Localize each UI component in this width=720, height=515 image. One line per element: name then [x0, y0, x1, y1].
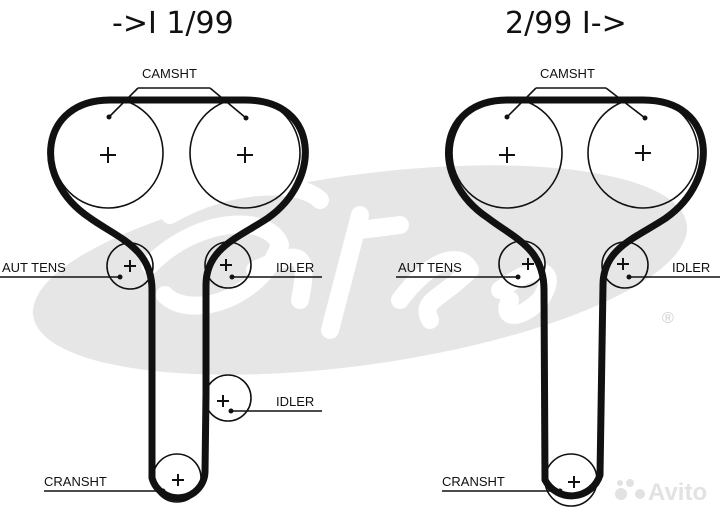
left-diagram: CAMSHT AUT TENS IDLER IDLER CRANSHT	[0, 66, 322, 503]
left-camshaft-label: CAMSHT	[142, 66, 197, 81]
left-timing-belt	[47, 96, 309, 502]
right-crankshaft-pulley	[544, 453, 598, 507]
pulley-center-marks	[100, 147, 253, 486]
right-tensioner-pulley	[498, 240, 546, 288]
left-idler-pulley-2	[204, 374, 252, 422]
left-camshaft-pulley-1	[52, 97, 164, 209]
avito-text: Avito	[648, 479, 707, 506]
gates-logo-watermark: ®	[32, 165, 688, 375]
left-idler1-label: IDLER	[276, 260, 314, 275]
registered-mark: ®	[662, 310, 674, 327]
left-tensioner-pulley	[106, 242, 154, 290]
left-idler2-label: IDLER	[276, 394, 314, 409]
left-crankshaft-pulley	[152, 453, 202, 503]
left-camshaft-pulley-2	[189, 97, 301, 209]
right-diagram: CAMSHT AUT TENS IDLER CRANSHT	[396, 66, 720, 507]
right-camshaft-pulley-2	[587, 97, 699, 209]
avito-watermark: Avito	[615, 479, 707, 506]
right-idler-label: IDLER	[672, 260, 710, 275]
left-title: ->I 1/99	[112, 6, 234, 41]
right-camshaft-label: CAMSHT	[540, 66, 595, 81]
pulley-center-marks	[499, 145, 651, 488]
right-title: 2/99 I->	[505, 6, 627, 41]
right-crankshaft-label: CRANSHT	[442, 474, 505, 489]
right-tensioner-label: AUT TENS	[398, 260, 462, 275]
right-camshaft-pulley-1	[451, 97, 563, 209]
left-tensioner-label: AUT TENS	[2, 260, 66, 275]
right-timing-belt	[445, 96, 707, 500]
left-crankshaft-label: CRANSHT	[44, 474, 107, 489]
right-idler-pulley	[601, 241, 649, 289]
left-idler-pulley-1	[204, 241, 252, 289]
